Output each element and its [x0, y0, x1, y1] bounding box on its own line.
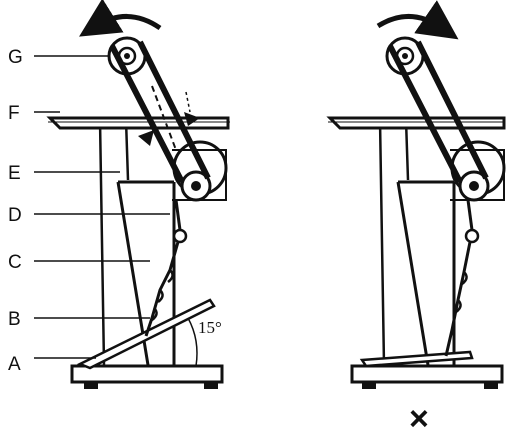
right-figure: × — [326, 0, 506, 433]
left-rod-eye — [172, 228, 188, 244]
label-A: A — [8, 354, 21, 375]
label-E: E — [8, 163, 21, 184]
label-leaders — [34, 55, 170, 359]
right-drive-belt — [387, 40, 489, 184]
left-foot-2 — [204, 382, 218, 389]
left-foot-1 — [84, 382, 98, 389]
label-C: C — [8, 252, 22, 273]
right-base — [350, 364, 504, 384]
right-connecting-rod — [444, 241, 472, 357]
right-table-top — [326, 116, 506, 130]
left-table-top — [46, 116, 230, 130]
right-stand-leg — [396, 180, 456, 366]
label-D: D — [8, 205, 22, 226]
left-base — [70, 364, 224, 384]
rotate-clockwise-arrow — [376, 0, 459, 40]
left-belt-arrow-2 — [138, 130, 154, 146]
rotate-counterclockwise-arrow — [79, 0, 162, 37]
left-angle-arc — [187, 317, 198, 367]
label-F: F — [8, 103, 20, 124]
right-treadle-pedal — [359, 350, 474, 368]
left-rear-leg — [98, 119, 130, 366]
angle-label: 15° — [198, 318, 222, 337]
left-figure: 15° — [46, 0, 230, 389]
label-G: G — [8, 47, 23, 68]
wrong-mark: × — [409, 400, 429, 433]
left-drive-belt — [109, 40, 211, 184]
label-B: B — [8, 309, 21, 330]
left-belt-arrow-1 — [184, 112, 200, 126]
